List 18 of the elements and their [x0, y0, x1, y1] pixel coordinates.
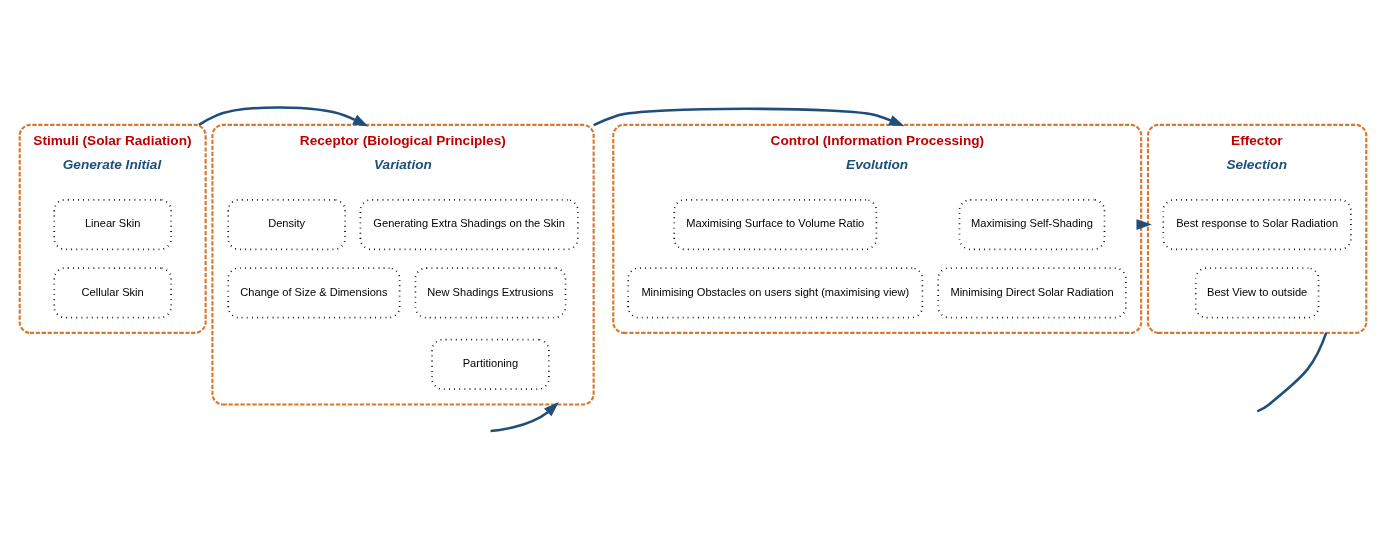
arrow: [198, 105, 369, 127]
node-box: Change of Size & Dimensions: [227, 266, 401, 318]
node-box: Partitioning: [431, 338, 550, 390]
node-box: Cellular Skin: [53, 266, 172, 318]
arrow: [593, 107, 905, 126]
node-box: Best response to Solar Radiation: [1162, 198, 1352, 250]
node-box: Maximising Surface to Volume Ratio: [673, 198, 878, 250]
node-box: Minimising Obstacles on users sight (maximising view): [627, 266, 924, 318]
arrow: [1136, 218, 1152, 230]
node-box: Best View to outside: [1194, 266, 1320, 318]
node-box: Generating Extra Shadings on the Skin: [359, 198, 579, 250]
arrow: [490, 401, 559, 432]
node-box: Linear Skin: [53, 198, 172, 250]
node-box: Minimising Direct Solar Radiation: [937, 266, 1127, 318]
node-box: Maximising Self-Shading: [958, 198, 1106, 250]
node-box: New Shadings Extrusions: [414, 266, 567, 318]
node-box: Density: [227, 198, 346, 250]
connector: [1256, 331, 1328, 412]
